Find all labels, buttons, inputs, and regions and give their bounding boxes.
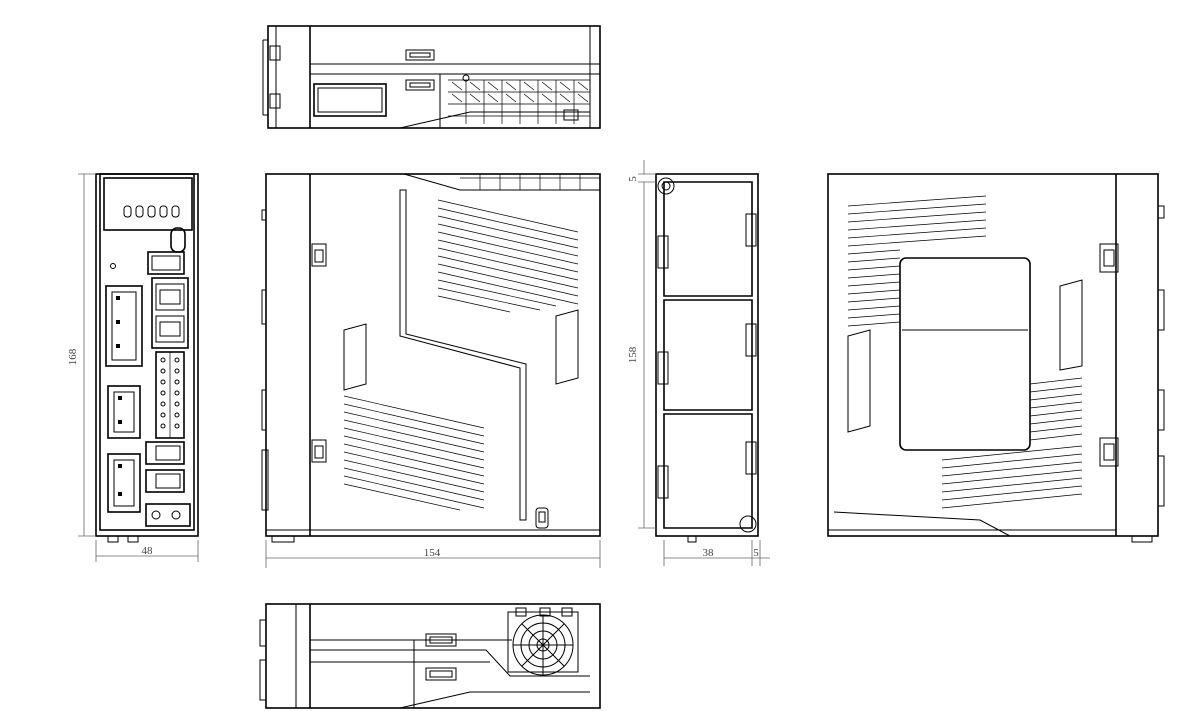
side-view-left <box>261 173 601 543</box>
dim-front <box>78 173 199 562</box>
front-view <box>95 173 199 543</box>
side-view-right <box>827 173 1165 543</box>
dim-rear-bottom-offset: 5 <box>753 547 759 559</box>
dim-rear-depth: 38 <box>703 547 715 559</box>
led-display <box>123 205 180 218</box>
bottom-view <box>259 603 601 709</box>
rear-view <box>655 173 759 543</box>
dim-side <box>265 540 601 568</box>
dim-front-width: 48 <box>142 545 154 557</box>
dim-front-height: 168 <box>67 348 79 365</box>
dim-side-length: 154 <box>424 547 441 559</box>
dim-rear-height: 158 <box>627 346 639 363</box>
dim-rear-top-offset: 5 <box>627 176 639 182</box>
top-view <box>262 25 601 129</box>
dim-rear <box>638 160 770 566</box>
